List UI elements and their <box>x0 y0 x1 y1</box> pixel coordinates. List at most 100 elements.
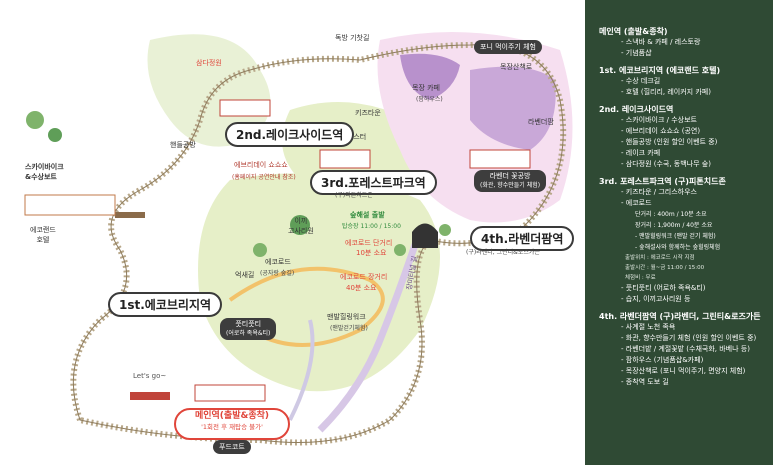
lets-go-label: Let's go~ <box>133 372 167 380</box>
guide-section-title: 1st. 에코브리지역 (에코랜드 호텔) <box>599 66 721 75</box>
main-building <box>194 384 266 402</box>
eco-road-long-time: 40분 소요 <box>346 284 377 292</box>
footbath-title: 풋티풋티 <box>235 320 262 328</box>
eco-road-sub: (공자랑 숲길) <box>260 270 295 277</box>
lavender-hall-sub: (화관, 향수만들기 체험) <box>480 182 541 189</box>
guide-item: - 핸들공방 (인원 할인 이벤트 중) <box>621 138 718 146</box>
guide-section-title: 4th. 라벤더팜역 (구)라벤더, 그린티&로즈가든 <box>599 312 761 321</box>
guide-section-title: 메인역 (출발&종착) <box>599 27 668 36</box>
bridge <box>115 212 145 218</box>
tree <box>48 128 62 142</box>
station-eco-bridge-title: 1st.에코브리지역 <box>119 298 212 312</box>
eco-road-short-label: 에코로드 단거리 <box>345 239 393 247</box>
food-court-label: 푸드코트 <box>213 440 251 454</box>
guide-item: - 화관, 향수만들기 체험 (인원 할인 이벤트 중) <box>621 334 757 342</box>
tree <box>290 215 310 235</box>
station-main[interactable]: 메인역(출발&종착) '1회전 후 재탑승 불가' <box>174 408 290 440</box>
ranch-cafe-label: 목장 카페 <box>412 84 440 92</box>
station-main-title: 메인역(출발&종착) <box>194 411 270 421</box>
station-guide-list: 메인역 (출발&종착) - 스낵바 & 카페 / 레스토랑 - 기념품샵 1st. 에… <box>599 26 763 388</box>
station-forest[interactable]: 3rd.포레스트파크역 <box>310 170 437 195</box>
forest-building <box>319 149 371 169</box>
station-forest-sub: (구)피톤치드존 <box>335 192 373 199</box>
guide-item: - 풋티풋티 (어로하 족욕&티) <box>621 284 706 292</box>
guide-item: - 에코로드 <box>621 199 652 207</box>
guide-item: 체험비 : 무료 <box>625 275 656 281</box>
train-icon <box>130 392 170 400</box>
guide-item: - 숲해설사와 함께하는 숲힐링체험 <box>635 244 721 251</box>
tunnel <box>412 223 438 248</box>
rose-tunnel-path <box>317 228 424 433</box>
guide-item: - 기념품샵 <box>621 49 652 57</box>
train-road-label: 독방 기찻길 <box>335 34 370 42</box>
guide-item: 출발시간 : 월~금 11:00 / 15:00 <box>625 265 705 271</box>
park-map: 삼다정원 핸들공방 스카이바이크 &수상보트 에코랜드 호텔 에브리데이 쇼쇼쇼… <box>24 32 575 454</box>
lakeside-green-area <box>147 34 271 147</box>
reed-road-label: 억새길 <box>235 271 255 279</box>
lavender-farm-label: 라벤더팜 <box>528 118 554 126</box>
guide-item: - 스카이바이크 / 수상보트 <box>621 116 697 124</box>
everyday-show-note: (홈페이지 공연안내 참조) <box>232 174 296 181</box>
forest-tour-time: 탑승장 11:00 / 15:00 <box>342 223 401 230</box>
lavender-hall-label: 라벤더 꽃공방 (화관, 향수만들기 체험) <box>474 170 547 192</box>
hotel-building <box>24 194 116 216</box>
guide-item: - 레이크 카페 <box>621 149 661 157</box>
station-guide-panel: 메인역 (출발&종착) - 스낵바 & 카페 / 레스토랑 - 기념품샵 1st. 에… <box>585 0 773 465</box>
barefoot-walk-label: 맨발힐링워크 <box>327 313 366 321</box>
guide-section-title: 2nd. 레이크사이드역 <box>599 105 674 114</box>
guide-item: - 수상 데크길 <box>621 77 661 85</box>
samda-garden-label: 삼다정원 <box>196 59 222 67</box>
footbath-label: 풋티풋티 (어로하 족욕&티) <box>220 318 277 340</box>
eco-road-path <box>228 266 385 347</box>
ranch-trail-label: 목장산책로 <box>500 63 533 71</box>
guide-item: - 목장산책로 (포니 먹이주기, 면양지 체험) <box>621 367 746 375</box>
tree <box>394 244 406 256</box>
moss-fern-label: 이끼 고사리원 <box>288 217 314 235</box>
guide-item: - 라벤더밭 / 계절꽃밭 (수채국화, 바베나 등) <box>621 345 750 353</box>
hotel-label: 에코랜드 호텔 <box>30 226 56 244</box>
eco-road-long-label: 에코로드 장거리 <box>340 273 388 281</box>
walk-path <box>288 319 315 421</box>
lakeside-building <box>219 99 271 117</box>
station-lavender[interactable]: 4th.라벤더팜역 <box>470 226 575 251</box>
station-lavender-title: 4th.라벤더팜역 <box>481 232 564 246</box>
station-lavender-sub: (구)라벤더, 그린티&로즈가든 <box>466 249 540 256</box>
ranch-cafe-sub: (팜하우스) <box>416 96 443 103</box>
lavender-hall-title: 라벤더 꽃공방 <box>489 172 531 180</box>
tree <box>26 111 44 129</box>
guide-item: - 키즈타운 / 그리스하우스 <box>621 188 697 196</box>
station-main-note: '1회전 후 재탑승 불가' <box>201 423 263 431</box>
guide-item: - 스낵바 & 카페 / 레스토랑 <box>621 38 701 46</box>
station-lakeside[interactable]: 2nd.레이크사이드역 <box>225 122 355 147</box>
station-eco-bridge[interactable]: 1st.에코브리지역 <box>108 292 223 317</box>
guide-item: - 호텔 (힐리리, 레이커지 카페) <box>621 88 711 96</box>
handle-workshop-label: 핸들공방 <box>170 141 196 149</box>
forest-tour-start-label: 숲해설 출발 <box>350 211 385 219</box>
guide-item: - 습지, 이끼고사리원 등 <box>621 295 691 303</box>
guide-item: 출발위치 : 에코로드 시작 지점 <box>625 255 695 261</box>
station-forest-title: 3rd.포레스트파크역 <box>321 176 426 190</box>
eco-road-short-time: 10분 소요 <box>356 249 387 257</box>
eco-road-label: 에코로드 <box>265 258 291 266</box>
lavender-building <box>469 149 531 169</box>
guide-item: 단거리 : 400m / 10분 소요 <box>635 211 707 218</box>
guide-item: - 팜하우스 (기념품샵&카페) <box>621 356 704 364</box>
pony-feeding-label: 포니 먹이주기 체험 <box>474 40 542 54</box>
kids-town-label: 키즈타운 <box>355 109 381 117</box>
guide-section-title: 3rd. 포레스트파크역 (구)피톤치드존 <box>599 177 726 186</box>
everyday-show-label: 에브리데이 쇼쇼쇼 <box>234 161 288 169</box>
footbath-sub: (어로하 족욕&티) <box>226 330 271 337</box>
guide-item: - 사계절 노천 족욕 <box>621 323 676 331</box>
station-lakeside-title: 2nd.레이크사이드역 <box>236 128 344 142</box>
guide-item: - 에브리데이 쇼쇼쇼 (공연) <box>621 127 701 135</box>
lavender-field-2 <box>400 53 460 100</box>
tree <box>439 224 451 236</box>
guide-item: - 맨발힐링워크 (맨발 걷기 체험) <box>635 233 716 240</box>
guide-item: - 삼다정원 (수국, 동백나무 숲) <box>621 160 711 168</box>
tree <box>253 243 267 257</box>
barefoot-walk-sub: (맨발걷기체험) <box>330 325 368 332</box>
skybike-label: 스카이바이크 &수상보트 <box>25 163 64 181</box>
guide-item: 장거리 : 1,900m / 40분 소요 <box>635 222 713 229</box>
lavender-field <box>470 66 556 150</box>
